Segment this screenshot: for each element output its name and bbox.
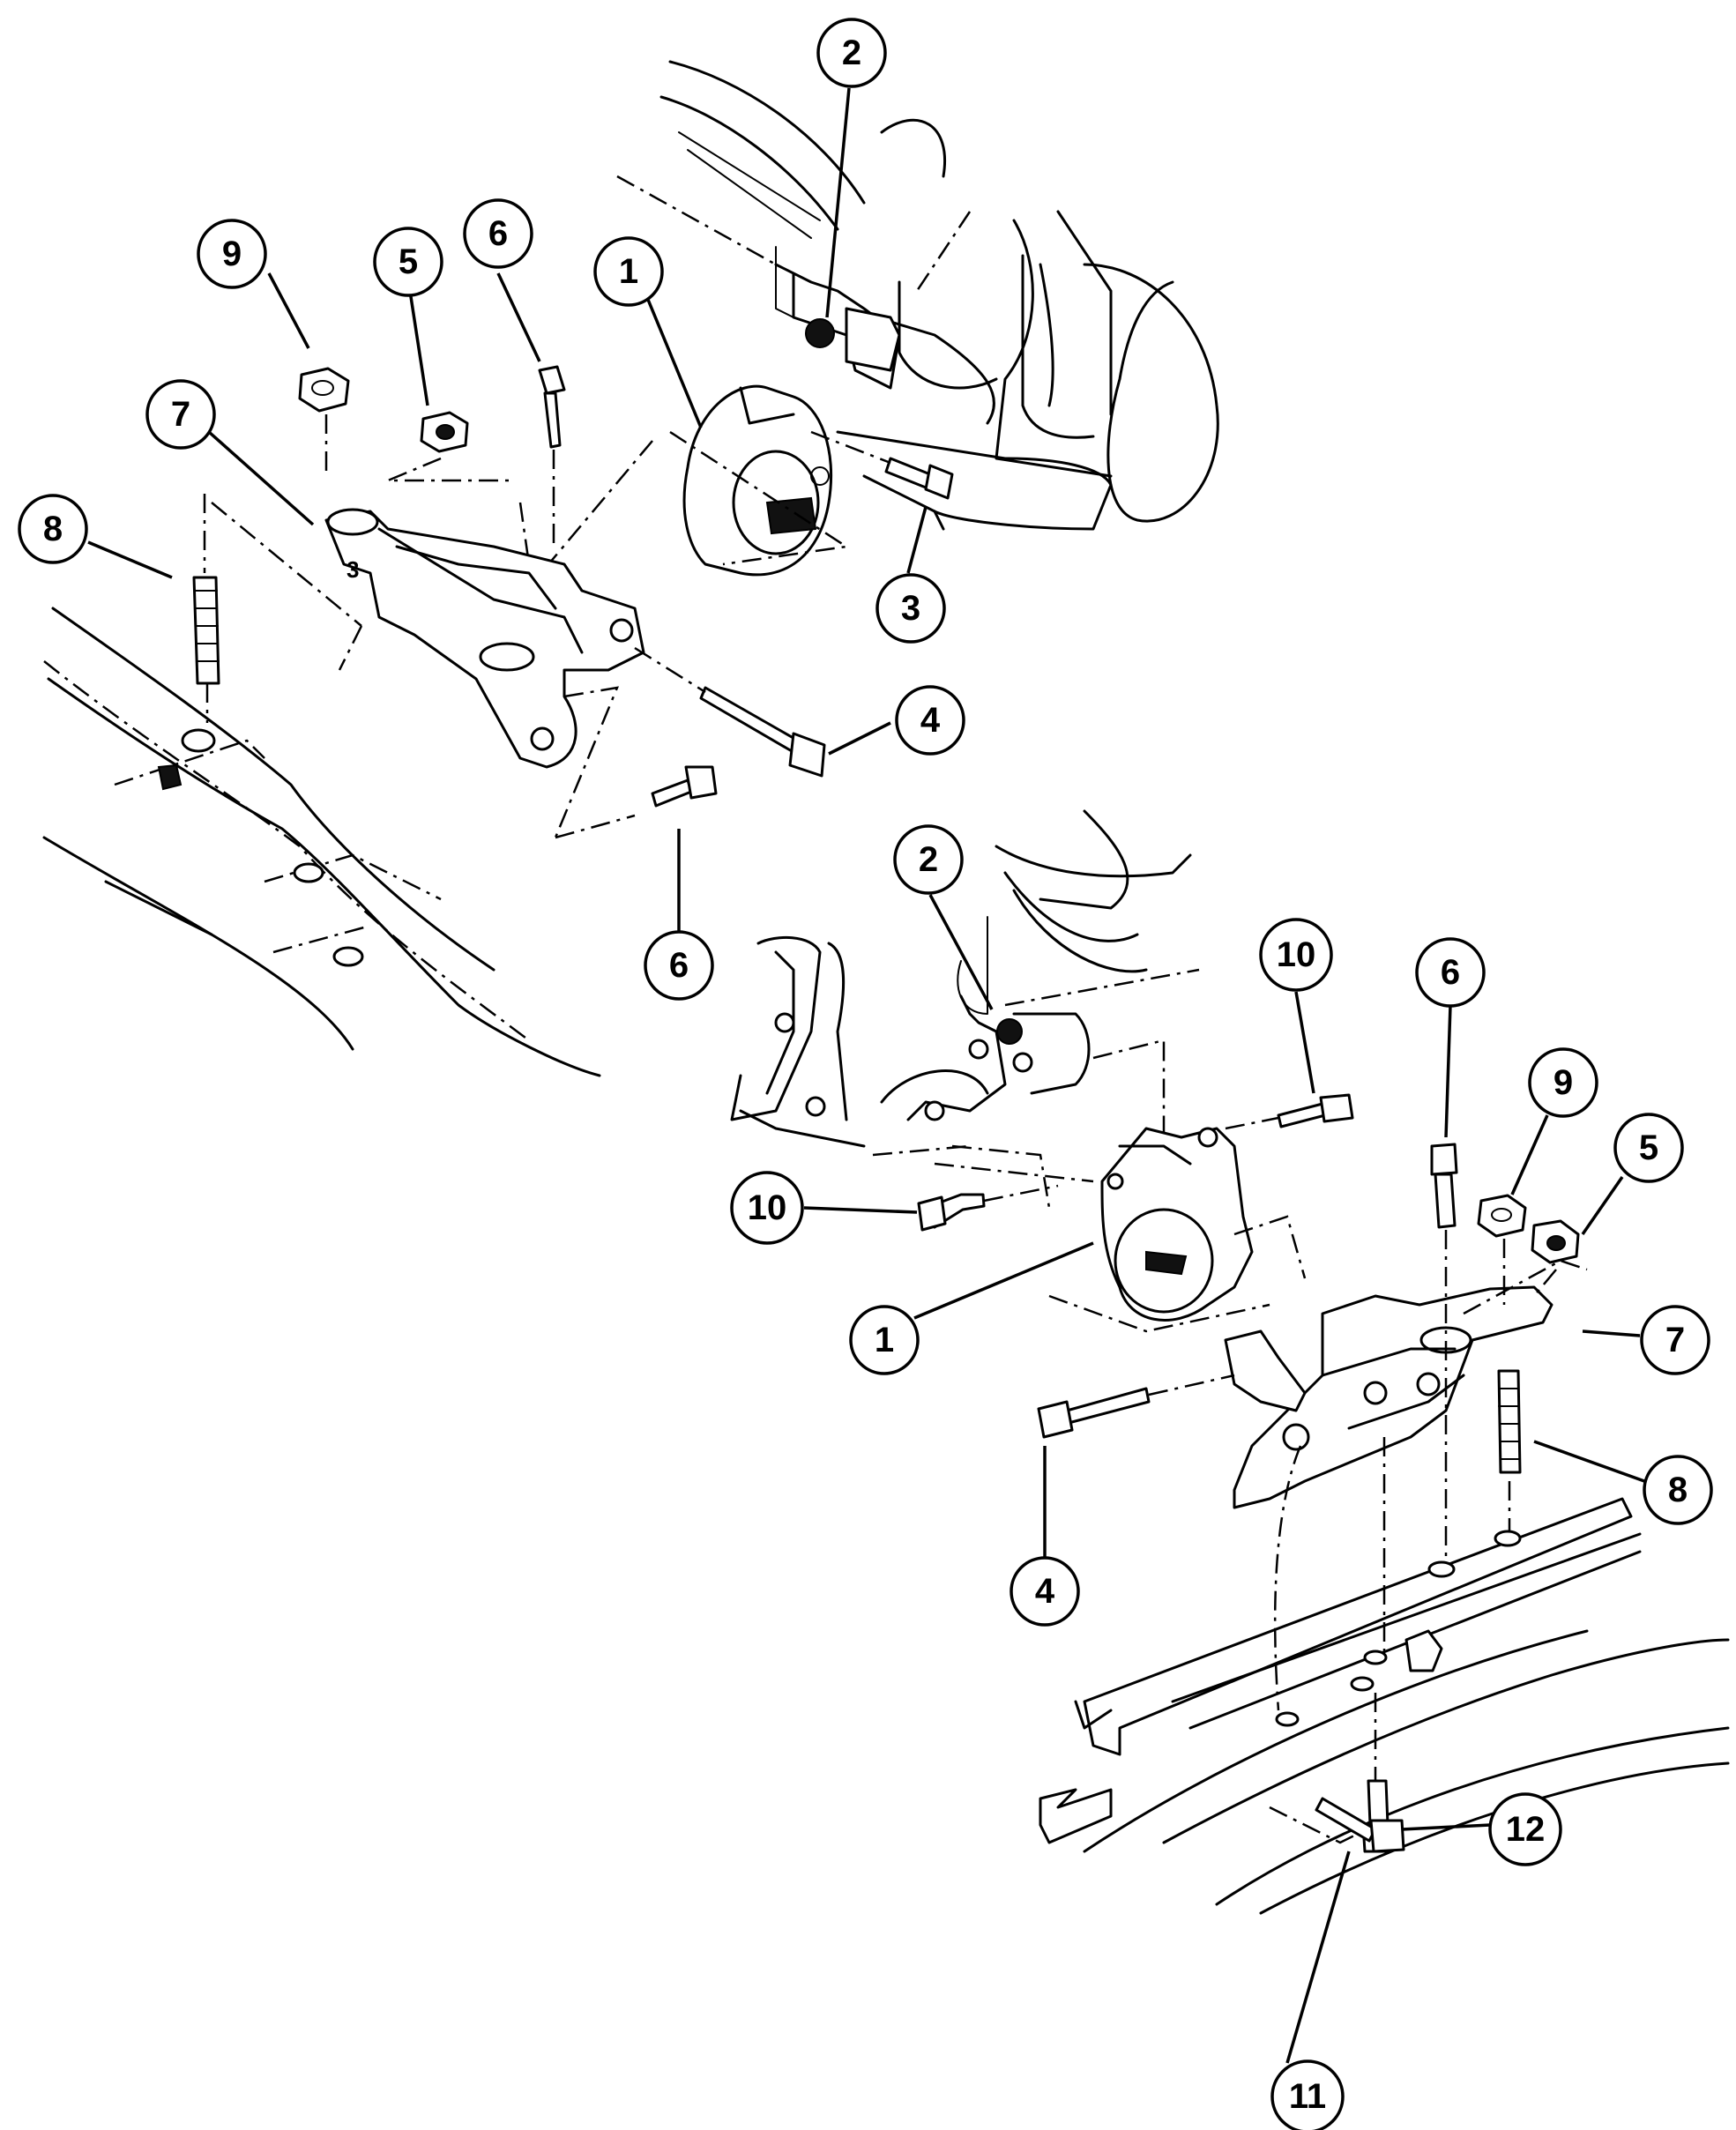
svg-text:5: 5 [1639,1128,1658,1167]
svg-text:3: 3 [901,589,920,628]
lower-bolt-10-lower-icon [917,1184,1059,1232]
upper-bolt-3-icon [810,430,954,500]
callout-1: 1 [593,236,664,307]
lower-mount-insulator [1048,1127,1307,1333]
svg-text:2: 2 [919,840,938,879]
lower-frame-rail [1039,1437,1730,1915]
lower-nut-2-icon [996,1018,1023,1045]
callout-9: 9 [1528,1047,1598,1118]
svg-text:7: 7 [171,395,190,434]
upper-assembly: 3 [42,60,1219,1077]
svg-text:2: 2 [842,34,861,72]
svg-text:7: 7 [1665,1321,1685,1359]
svg-text:6: 6 [1441,953,1460,992]
upper-bracket-7: 3 [211,502,645,839]
callout-8: 8 [18,494,88,564]
callout-6: 6 [1415,937,1486,1008]
callout-12: 12 [1488,1792,1562,1866]
upper-nut-9-icon [298,367,350,413]
callout-5: 5 [1613,1113,1684,1183]
upper-fasteners [298,365,566,565]
lower-fasteners [1430,1143,1580,1569]
callout-7: 7 [145,379,216,450]
callout-8: 8 [1643,1455,1713,1525]
svg-text:8: 8 [43,510,63,548]
upper-bolt-4-icon [634,646,826,778]
callout-6: 6 [463,198,533,269]
upper-bolt-6b-icon [651,765,718,808]
svg-text:3: 3 [346,556,359,583]
lower-bolt-4-icon [1037,1374,1235,1439]
lower-stud-8-icon [1497,1369,1522,1543]
callouts: 2 1 9 5 6 7 8 3 [18,18,1713,2130]
lower-bolt-6-icon [1430,1143,1458,1229]
svg-text:4: 4 [1035,1572,1055,1611]
upper-stud-8-icon [192,494,220,723]
svg-text:12: 12 [1506,1810,1546,1849]
callout-9: 9 [197,219,267,289]
callout-11: 11 [1270,2059,1345,2130]
callout-1: 1 [849,1305,920,1375]
svg-text:4: 4 [920,701,941,740]
upper-engine-bracket [774,263,901,390]
lower-engine-block [730,809,1200,1209]
callout-5: 5 [373,227,443,297]
svg-text:6: 6 [669,946,689,985]
svg-text:1: 1 [875,1321,894,1359]
svg-text:1: 1 [619,252,638,291]
svg-text:9: 9 [222,235,242,273]
callout-3: 3 [875,573,946,644]
callout-2: 2 [816,18,887,88]
callout-2: 2 [893,824,964,895]
callout-6: 6 [644,930,714,1001]
lower-nut-9-icon [1477,1194,1527,1238]
callout-4: 4 [1010,1556,1080,1627]
callout-10: 10 [1259,918,1333,992]
upper-mount-insulator [510,384,850,609]
svg-text:11: 11 [1289,2077,1326,2116]
upper-bolt-6-icon [538,365,566,449]
lower-bracket-7 [1224,1259,1588,1509]
upper-nut-2-icon [805,318,835,348]
upper-frame-rail [42,607,601,1077]
svg-text:10: 10 [1277,935,1316,974]
callout-4: 4 [895,685,965,756]
svg-text:10: 10 [748,1188,787,1227]
callout-7: 7 [1640,1305,1710,1375]
callout-10: 10 [730,1171,804,1245]
svg-text:9: 9 [1553,1063,1573,1102]
lower-bolt-11-icon [1315,1797,1405,1853]
svg-text:5: 5 [399,242,418,281]
lower-assembly [730,809,1730,1915]
svg-text:6: 6 [488,214,508,253]
svg-text:8: 8 [1668,1471,1688,1509]
upper-engine-block [616,60,1219,531]
lower-bolt-10-upper-icon [1225,1093,1354,1130]
